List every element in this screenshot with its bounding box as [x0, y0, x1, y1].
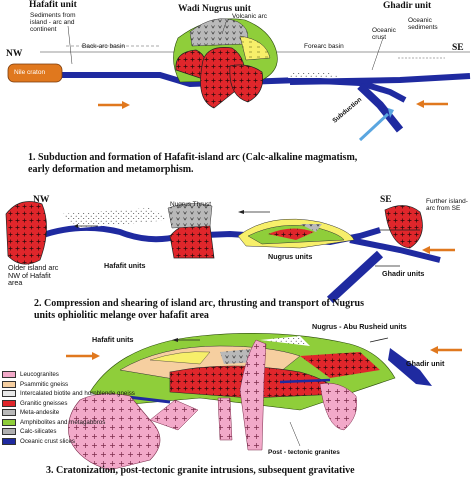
label-hafafit-unit: Hafafit unit: [29, 0, 77, 10]
label-ghadir-unit-3: Ghadir unit: [406, 359, 445, 368]
legend-label: Leucogranites: [20, 371, 59, 378]
label-forearc: Forearc basin: [304, 43, 344, 50]
legend-swatch: [2, 418, 16, 426]
label-hafafit-units-3: Hafafit units: [92, 335, 134, 344]
legend-item: Leucogranites: [2, 370, 59, 379]
label-se-2: SE: [380, 195, 392, 205]
panel-1-drawing: [7, 18, 471, 142]
legend-label: Meta-andesite: [20, 409, 60, 416]
label-ghadir-units: Ghadir units: [382, 269, 425, 278]
legend-label: Oceanic crust slices: [20, 437, 76, 445]
panel-3-drawing: [66, 333, 462, 471]
label-wadi-nugrus-unit: Wadi Nugrus unit: [178, 4, 251, 14]
nile-craton-block: [7, 63, 63, 83]
legend-swatch: [2, 371, 16, 378]
legend-label: Calc-silicates: [20, 428, 57, 435]
label-nugrus-abu-rusheid: Nugrus - Abu Rusheid units: [312, 322, 407, 331]
label-volcanic-arc: Volcanic arc: [232, 13, 268, 20]
label-nugrus-units: Nugrus units: [268, 252, 313, 261]
subduction-arrow: [358, 112, 390, 142]
legend-swatch: [2, 437, 16, 445]
legend-label: Psammitic gneiss: [20, 380, 69, 388]
legend-item: Psammitic gneiss: [2, 380, 68, 389]
caption-2: 2. Compression and shearing of island ar…: [34, 298, 364, 321]
panel-2-drawing: [5, 201, 455, 304]
legend-item: Meta-andesite: [2, 408, 59, 417]
label-nugrus-thrust: Nugrus Thrust: [170, 201, 212, 208]
legend-swatch: [2, 399, 16, 407]
legend-label: Intercalated biotite and hornblende gnei…: [20, 390, 135, 397]
label-oceanic-crust: Oceanic crust: [372, 27, 396, 41]
label-hafafit-units-2: Hafafit units: [104, 261, 146, 270]
label-sediments: Sediments from island - arc and continen…: [30, 12, 76, 33]
legend-item: Granitic gneisses: [2, 399, 67, 408]
legend-swatch: [2, 409, 16, 416]
legend-item: Oceanic crust slices: [2, 437, 75, 446]
legend-item: Intercalated biotite and hornblende gnei…: [2, 389, 135, 398]
label-further-arc: Further island- arc from SE: [426, 198, 468, 212]
legend-item: Calc-silicates: [2, 427, 56, 436]
label-older-arc: Older island arc NW of Hafafit area: [8, 263, 59, 288]
label-post-tectonic: Post - tectonic granites: [268, 449, 340, 456]
legend-swatch: [2, 428, 16, 435]
legend-label: Granitic gneisses: [20, 399, 68, 407]
label-oceanic-sediments: Oceanic sediments: [408, 17, 438, 31]
legend-item: Amphibolites and metagabbros: [2, 418, 105, 427]
legend-swatch: [2, 380, 16, 388]
label-back-arc: Back-arc basin: [82, 43, 125, 50]
label-ghadir-unit: Ghadir unit: [383, 1, 432, 11]
label-nile-craton: Nile craton: [14, 69, 46, 76]
caption-3: 3. Cratonization, post-tectonic granite …: [46, 465, 355, 476]
caption-1: 1. Subduction and formation of Hafafit-i…: [28, 152, 358, 175]
label-se-1: SE: [452, 43, 464, 53]
label-nw-1: NW: [6, 49, 23, 59]
label-nw-2: NW: [33, 195, 50, 205]
legend-swatch: [2, 390, 16, 397]
legend-label: Amphibolites and metagabbros: [20, 418, 106, 426]
